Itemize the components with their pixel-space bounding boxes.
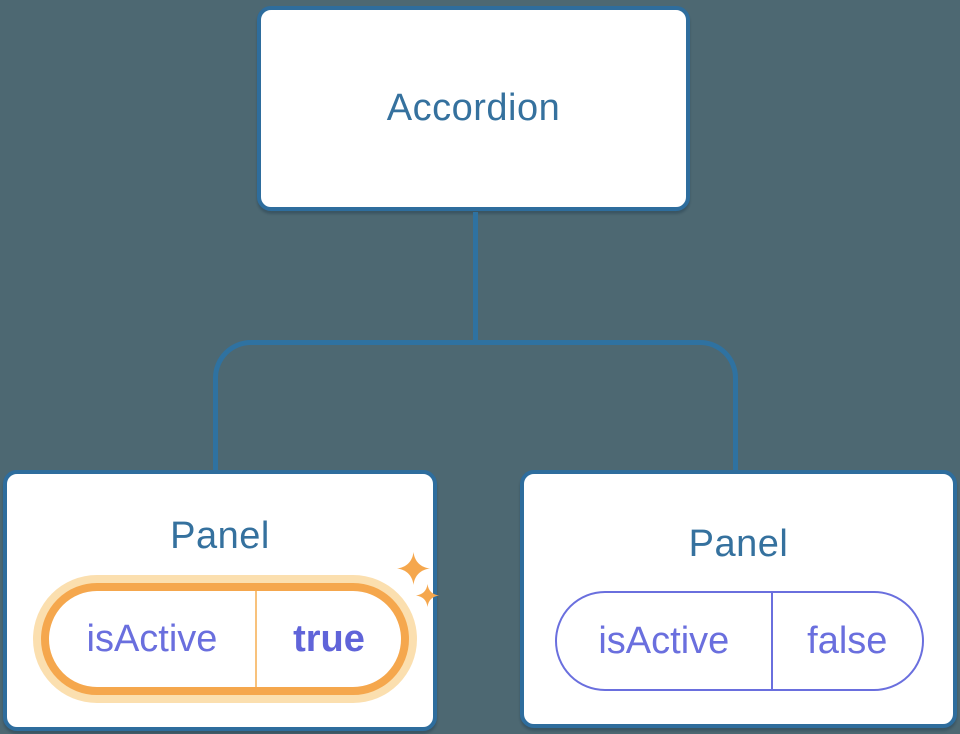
panel-title: Panel: [170, 515, 270, 557]
connector-branch: [213, 340, 738, 470]
state-value-label: true: [293, 617, 365, 660]
state-value-label: false: [807, 619, 888, 662]
connector-stem: [473, 212, 478, 345]
panel-node-inactive: Panel isActive false: [520, 470, 957, 728]
state-name-label: isActive: [598, 619, 730, 662]
panel-title: Panel: [688, 523, 789, 565]
accordion-node: Accordion: [257, 6, 690, 211]
pill-divider: [770, 593, 773, 689]
state-pill-active: isActive true: [41, 583, 409, 695]
state-name-label: isActive: [86, 617, 218, 660]
sparkle-icon-small: [416, 584, 439, 607]
panel-node-active: Panel isActive true: [3, 470, 439, 731]
accordion-label: Accordion: [386, 87, 561, 129]
pill-divider: [254, 591, 257, 687]
state-pill-inactive: isActive false: [555, 591, 924, 691]
sparkle-icon-large: [397, 552, 430, 585]
